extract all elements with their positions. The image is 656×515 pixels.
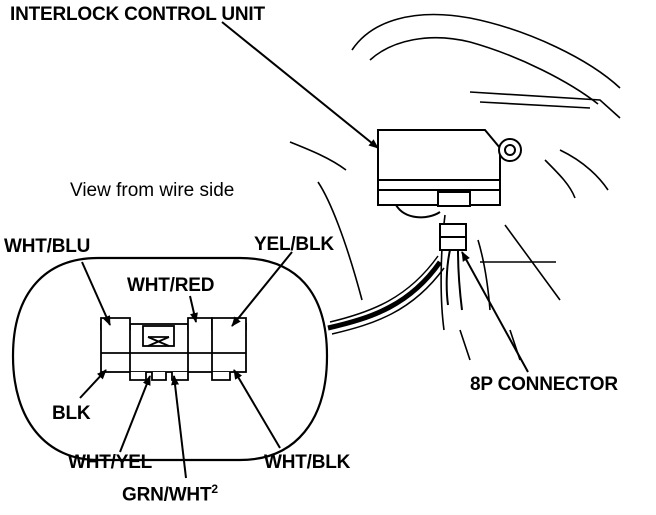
label-wht-blu: WHT/BLU [4, 236, 91, 257]
connector-face [100, 317, 247, 381]
mounting-bolt [498, 138, 522, 162]
label-wht-yel: WHT/YEL [68, 452, 153, 473]
leader-arrows [79, 21, 529, 479]
arrow-grn-wht [171, 375, 187, 479]
diagram-title: INTERLOCK CONTROL UNIT [10, 4, 265, 25]
arrow-yel-blk [231, 251, 293, 327]
arrow-wht-blu [81, 261, 111, 326]
view-note: View from wire side [70, 180, 235, 201]
label-wht-blk: WHT/BLK [264, 452, 351, 473]
control-unit-box [377, 129, 501, 219]
harness-leader [327, 255, 445, 335]
label-grn-wht-text: GRN/WHT [122, 484, 212, 506]
arrow-wht-red [189, 295, 198, 323]
connector-on-unit [439, 223, 467, 311]
arrow-8p [461, 251, 529, 373]
arrow-blk [79, 369, 107, 399]
arrow-wht-yel [119, 375, 151, 453]
arrow-title [221, 21, 379, 149]
label-yel-blk: YEL/BLK [254, 234, 334, 255]
label-8p-connector: 8P CONNECTOR [470, 374, 618, 395]
label-grn-wht-superscript: 2 [211, 482, 218, 496]
arrow-wht-blk [233, 369, 281, 449]
dashboard-structure [289, 13, 621, 361]
label-wht-red: WHT/RED [127, 275, 215, 296]
label-blk: BLK [52, 403, 91, 424]
label-grn-wht: GRN/WHT2 [122, 482, 218, 506]
